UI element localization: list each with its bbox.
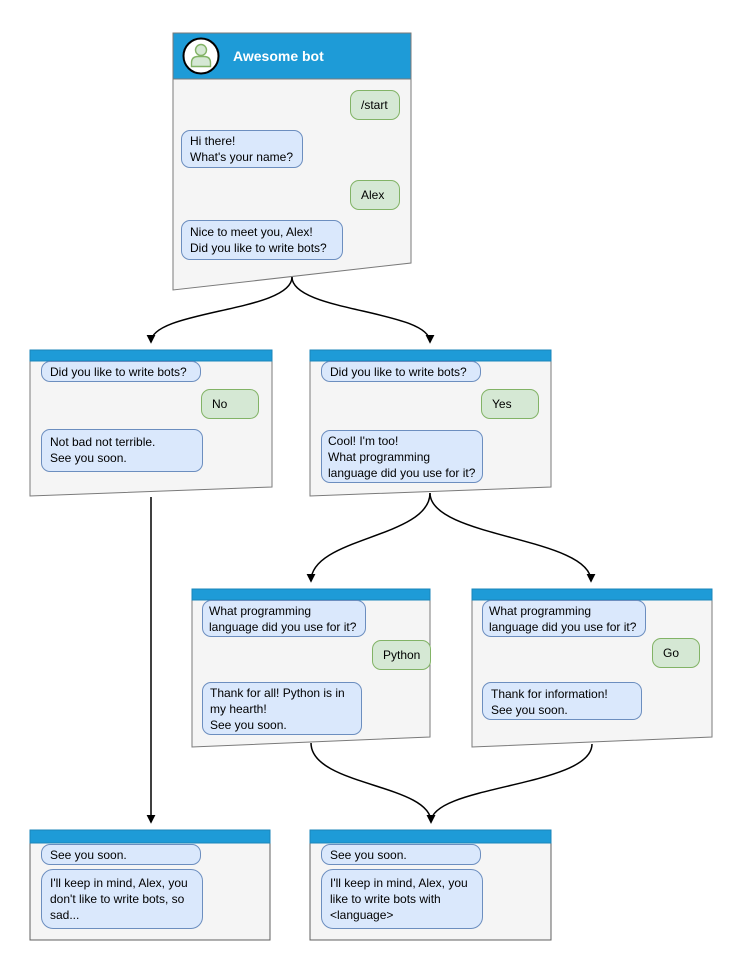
message-bubble-bot: I'll keep in mind, Alex, you like to wri… [321,869,483,929]
message-bubble-user: Python [372,640,432,670]
message-bubble-bot: Thank for information! See you soon. [482,682,642,720]
connector-yes-to-go [429,492,596,583]
message-bubble-bot: Nice to meet you, Alex! Did you like to … [181,220,343,260]
message-bubble-user: Yes [481,389,539,419]
titlebar-branch-no [29,349,273,362]
message-bubble-user: Alex [350,180,400,210]
message-bubble-bot: Did you like to write bots? [321,361,481,382]
message-bubble-bot: What programming language did you use fo… [202,600,366,637]
chat-window-main-header: Awesome bot [173,33,411,79]
connector-main-to-yes [291,276,435,344]
bot-title: Awesome bot [233,48,324,64]
connector-python-to-end-yes [310,742,436,824]
message-bubble-user: /start [350,90,400,120]
titlebar-go [471,588,713,601]
connector-go-to-end-yes [426,743,593,824]
connector-main-to-no [146,276,293,344]
message-bubble-bot: Hi there! What's your name? [181,130,303,168]
connector-yes-to-python [306,492,431,583]
message-bubble-bot: See you soon. [321,844,481,865]
bot-avatar-icon [182,37,220,75]
message-bubble-bot: Thank for all! Python is in my hearth! S… [202,682,362,735]
message-bubble-bot: I'll keep in mind, Alex, you don't like … [41,869,203,929]
titlebar-python [191,588,431,601]
message-bubble-bot: What programming language did you use fo… [482,600,646,637]
titlebar-end-yes [309,829,552,844]
message-bubble-user: Go [652,638,700,668]
message-bubble-bot: Not bad not terrible. See you soon. [41,429,203,472]
message-bubble-bot: Did you like to write bots? [41,361,201,382]
titlebar-end-no [29,829,271,844]
message-bubble-bot: Cool! I'm too! What programming language… [321,430,483,483]
message-bubble-user: No [201,389,259,419]
message-bubble-bot: See you soon. [41,844,201,865]
titlebar-branch-yes [309,349,552,362]
